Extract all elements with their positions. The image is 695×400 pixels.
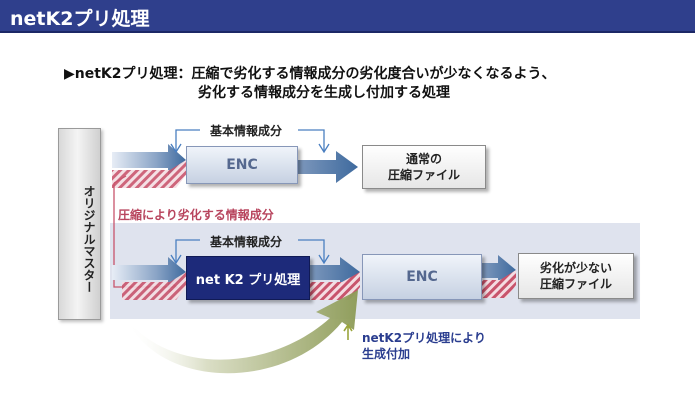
top-basic-bracket	[175, 129, 325, 151]
low-degradation-line-2: 圧縮ファイル	[539, 277, 612, 291]
bottom-output-arrow	[482, 255, 516, 286]
bottom-basic-bracket	[175, 239, 325, 262]
generation-note: netK2プリ処理により 生成付加	[362, 330, 486, 362]
generation-note-line-1: netK2プリ処理により	[362, 331, 486, 345]
netk2-process-box: net K2 プリ処理	[186, 256, 310, 300]
normal-file-line-2: 圧縮ファイル	[387, 168, 460, 182]
top-input-arrow	[112, 144, 186, 176]
bottom-degraded-stripe	[122, 272, 186, 300]
bottom-basic-info-label: 基本情報成分	[210, 235, 283, 249]
master-label: オリジナルマスター	[82, 185, 96, 293]
headline-line-1: ▶netK2プリ処理：圧縮で劣化する情報成分の劣化度合いが少なくなるよう、	[64, 66, 556, 82]
bottom-output-stripe	[482, 270, 516, 298]
title-bar: netK2プリ処理	[0, 0, 695, 33]
low-degradation-line-1: 劣化が少ない	[539, 261, 612, 275]
generated-info-arrow	[126, 290, 358, 374]
top-enc-label: ENC	[226, 157, 258, 173]
bottom-enc-box: ENC	[362, 254, 482, 300]
top-basic-info-label: 基本情報成分	[210, 124, 283, 138]
bottom-input-arrow	[112, 257, 186, 288]
netk2-process-label: net K2 プリ処理	[195, 272, 301, 288]
bottom-mid-stripe	[310, 272, 360, 300]
normal-compressed-file-box: 通常の 圧縮ファイル	[362, 145, 486, 189]
degraded-info-label: 圧縮により劣化する情報成分	[118, 208, 274, 222]
normal-file-line-1: 通常の	[405, 152, 442, 166]
note-pointer	[343, 323, 353, 340]
headline-line-2: 劣化する情報成分を生成し付加する処理	[198, 85, 450, 101]
bottom-enc-label: ENC	[406, 269, 438, 285]
low-degradation-file-box: 劣化が少ない 圧縮ファイル	[518, 253, 634, 299]
original-master-box: オリジナルマスター	[58, 128, 101, 320]
generation-note-line-2: 生成付加	[362, 347, 411, 361]
top-enc-box: ENC	[186, 146, 298, 184]
page-title: netK2プリ処理	[10, 8, 150, 30]
top-output-arrow	[296, 151, 358, 183]
top-degraded-stripe	[112, 160, 186, 188]
